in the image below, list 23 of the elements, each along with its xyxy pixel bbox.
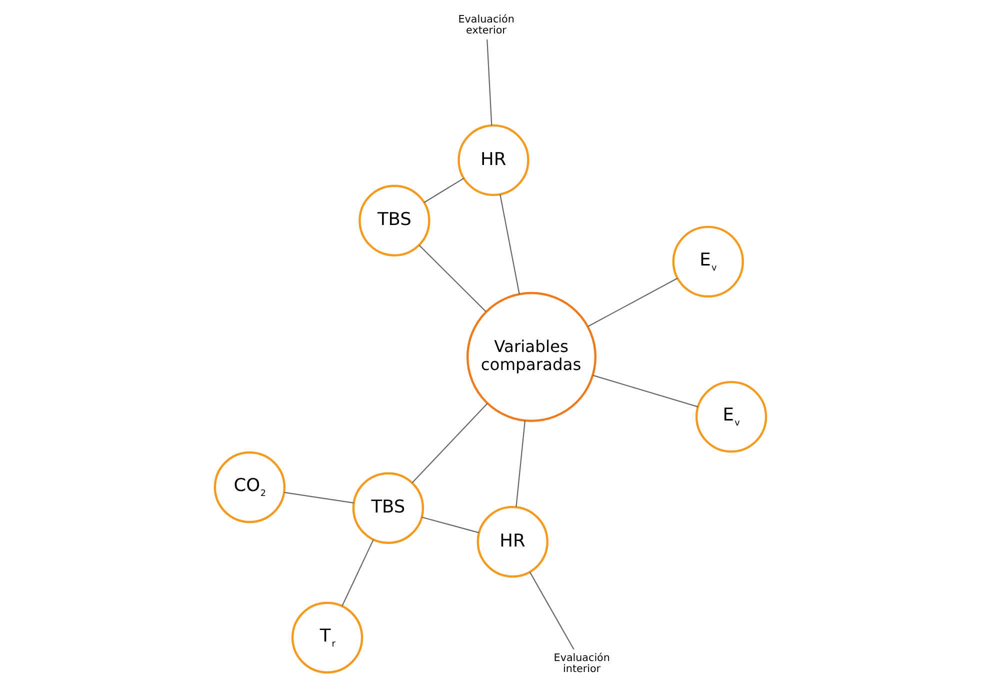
connector xyxy=(529,572,574,650)
connector xyxy=(588,278,678,328)
node-circle: T$_{r}$ xyxy=(291,602,364,674)
node-circle: TBS xyxy=(352,472,424,544)
node-circle: TBS xyxy=(358,184,430,256)
connector xyxy=(412,403,488,484)
connector xyxy=(486,40,492,126)
connector xyxy=(418,244,486,312)
connector xyxy=(422,516,480,534)
connector xyxy=(342,540,374,606)
connector xyxy=(500,194,520,294)
node-circle: E$_{v}$ xyxy=(695,380,768,453)
node-circle: Variables comparadas xyxy=(466,292,597,422)
connector xyxy=(284,492,354,504)
connector xyxy=(424,178,464,203)
node-circle: E$_{v}$ xyxy=(672,226,744,298)
node-circle: HR xyxy=(476,506,548,578)
node-circle: HR xyxy=(458,124,530,196)
connector xyxy=(516,420,526,508)
node-text: Evaluación interior xyxy=(554,652,610,675)
node-circle: CO$_{2}$ xyxy=(214,451,286,524)
connector xyxy=(592,374,698,408)
node-text: Evaluación exterior xyxy=(458,14,514,37)
